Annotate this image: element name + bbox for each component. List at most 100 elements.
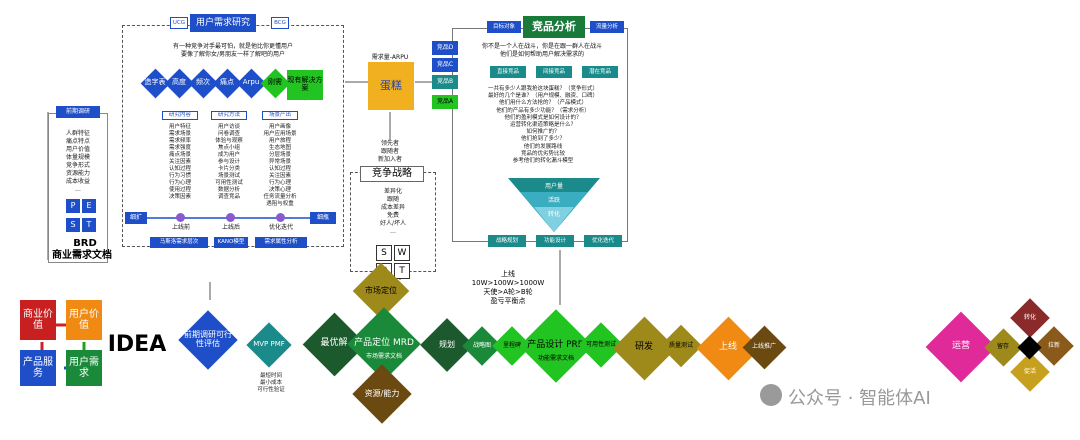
list-item: 用户应用场景 bbox=[263, 131, 297, 137]
idea-label: IDEA bbox=[107, 332, 167, 358]
fine-left: 细扩 bbox=[125, 212, 147, 224]
diamond-label: 造字表 bbox=[144, 78, 166, 87]
list-item: 认知过程 bbox=[168, 166, 191, 172]
pest-p: P bbox=[66, 199, 80, 213]
flow-mvp: MVP PMF bbox=[246, 322, 292, 368]
timeline-label-2: 上线后 bbox=[221, 224, 240, 231]
milestone-users: 10W>100W>1000W bbox=[471, 279, 545, 287]
optimize-tag: 优化迭代 bbox=[584, 235, 622, 247]
flow-label: MVP PMF bbox=[253, 340, 285, 349]
list-item: 差异化 bbox=[383, 188, 402, 195]
list-item: 遇阻与权重 bbox=[266, 201, 294, 207]
list-item: 体量规模 bbox=[65, 154, 90, 161]
list-item: 决策因素 bbox=[168, 194, 191, 200]
list-item: 用户特征 bbox=[168, 124, 191, 130]
list-item: 任务流量分析 bbox=[263, 194, 297, 200]
research-items-list: 人群特征痛点特点用户价值体量规模竞争形式资源能力成本收益... bbox=[56, 130, 100, 194]
list-item: 竞争形式 bbox=[65, 162, 90, 169]
flow-label: 前期调研可行性评估 bbox=[184, 330, 232, 348]
diamond-label: 频次 bbox=[196, 78, 210, 87]
timeline-dot-2 bbox=[226, 213, 235, 222]
list-item: 参与设计 bbox=[217, 159, 240, 165]
swot-t: T bbox=[394, 263, 410, 279]
list-item: 用户画像 bbox=[268, 124, 291, 130]
flow-label: 资源/能力 bbox=[364, 388, 400, 398]
list-item: 用户价值 bbox=[65, 146, 90, 153]
list-item: 成本收益 bbox=[65, 178, 90, 185]
strategy-planning-tag: 战略规划 bbox=[488, 235, 526, 247]
funnel-users: 用户量 bbox=[544, 183, 563, 190]
list-item: 人群特征 bbox=[65, 130, 90, 137]
competitor-d: 竞品D bbox=[432, 41, 458, 55]
list-item: 竞品的优劣势比较 bbox=[520, 150, 565, 157]
list-item: 他们抢到了多少？ bbox=[520, 136, 565, 143]
list-item: 认知过程 bbox=[268, 166, 291, 172]
funnel-active: 活跃 bbox=[547, 197, 560, 204]
list-item: 关注因素 bbox=[268, 173, 291, 179]
flow-dev: 研发 bbox=[612, 316, 676, 380]
wechat-icon bbox=[760, 384, 782, 406]
list-item: 他们的盈利模式是如何设计的？ bbox=[504, 114, 582, 121]
flow-market: 市场定位 bbox=[352, 262, 410, 320]
list-item: 成为用户 bbox=[217, 152, 240, 158]
timeline-dot-1 bbox=[176, 213, 185, 222]
flow-label: 运营 bbox=[951, 341, 970, 352]
list-item: 新加入者 bbox=[377, 156, 402, 163]
fine-right: 细瓶 bbox=[310, 212, 336, 224]
list-item: 用户访谈 bbox=[217, 124, 240, 130]
flow-label: 里程碑 bbox=[502, 341, 521, 349]
kano-tag: KANO模型 bbox=[214, 237, 248, 248]
flow-label: 产品设计 PRD bbox=[527, 340, 585, 351]
existing-solution-label: 现有解决方案 bbox=[287, 76, 323, 92]
potential-competitor: 潜在竞品 bbox=[582, 66, 618, 78]
competitor-a: 竞品A bbox=[432, 95, 458, 109]
mvp-sub-list: 最短时间 最小成本 可行性验证 bbox=[252, 373, 290, 394]
competitor-c: 竞品C bbox=[432, 58, 458, 72]
prd-positioning-sub: 市场需求文档 bbox=[365, 353, 402, 360]
research-diamond-3: 痛点 bbox=[212, 68, 242, 98]
diamond-label: 高度 bbox=[172, 78, 186, 87]
competitive-intro-1: 你不是一个人在战斗，你是在跟一群人在战斗 bbox=[481, 43, 602, 50]
cake-box: 蛋糕 bbox=[368, 62, 414, 110]
existing-solution: 现有解决方案 bbox=[287, 69, 323, 101]
brd-title: 商业需求文档 bbox=[52, 250, 112, 262]
col-research-content-title: 研究内容 bbox=[162, 111, 198, 120]
flow-ops: 运营 bbox=[925, 311, 997, 383]
milestone-breakeven: 盈亏平衡点 bbox=[490, 297, 526, 305]
cake-top-label: 需求量-ARPU bbox=[371, 54, 409, 61]
flow-label: 上线推广 bbox=[751, 342, 776, 350]
list-item: 痛点场景 bbox=[168, 152, 191, 158]
design-sub: 功能需求文档 bbox=[537, 355, 574, 362]
list-item: 成本差异 bbox=[380, 204, 405, 211]
flow-usability: 可用性测试 bbox=[578, 322, 624, 368]
flow-post-launch: 上线推广 bbox=[742, 325, 786, 369]
flow-label: 转化 bbox=[1023, 313, 1036, 321]
mvp-sub-2: 最小成本 bbox=[259, 380, 282, 386]
mvp-sub-3: 可行性验证 bbox=[257, 387, 285, 393]
list-item: 卡片分类 bbox=[217, 166, 240, 172]
list-item: 他们的发展路线 bbox=[523, 143, 563, 150]
flow-label: 促活 bbox=[1023, 367, 1036, 375]
timeline-label-3: 优化迭代 bbox=[268, 224, 293, 231]
pest-t: T bbox=[82, 218, 96, 232]
list-item: 资源能力 bbox=[65, 170, 90, 177]
col-research-content-list: 用户特征需求场景需求频率需求强度痛点场景关注因素认知过程行为习惯行为心理使用过程… bbox=[156, 124, 204, 201]
user-value: 用户价值 bbox=[66, 300, 102, 340]
business-value: 商业价值 bbox=[20, 300, 56, 340]
list-item: 行为习惯 bbox=[168, 173, 191, 179]
pest-e: E bbox=[82, 199, 96, 213]
diamond-label: 痛点 bbox=[220, 78, 234, 87]
list-item: 他们的产品有多少功能？（需求分析） bbox=[496, 107, 590, 114]
list-item: 体验与观察 bbox=[215, 138, 243, 144]
product-service: 产品服务 bbox=[20, 350, 56, 386]
list-item: ... bbox=[75, 186, 81, 193]
flow-label: 研发 bbox=[634, 342, 653, 353]
strategy-items-list: 差异化跟随成本差异免费好人/坏人... bbox=[362, 188, 424, 236]
flow-label: 市场定位 bbox=[365, 285, 397, 295]
flow-research: 前期调研可行性评估 bbox=[178, 310, 238, 370]
bcg-tag: BCG bbox=[271, 17, 289, 29]
list-item: 需求频率 bbox=[168, 138, 191, 144]
flow-label: 最优解 bbox=[320, 338, 348, 349]
competitive-intro-2: 他们是如何帮助用户解决需求的 bbox=[499, 51, 584, 58]
flow-planning: 规划 bbox=[420, 318, 474, 372]
